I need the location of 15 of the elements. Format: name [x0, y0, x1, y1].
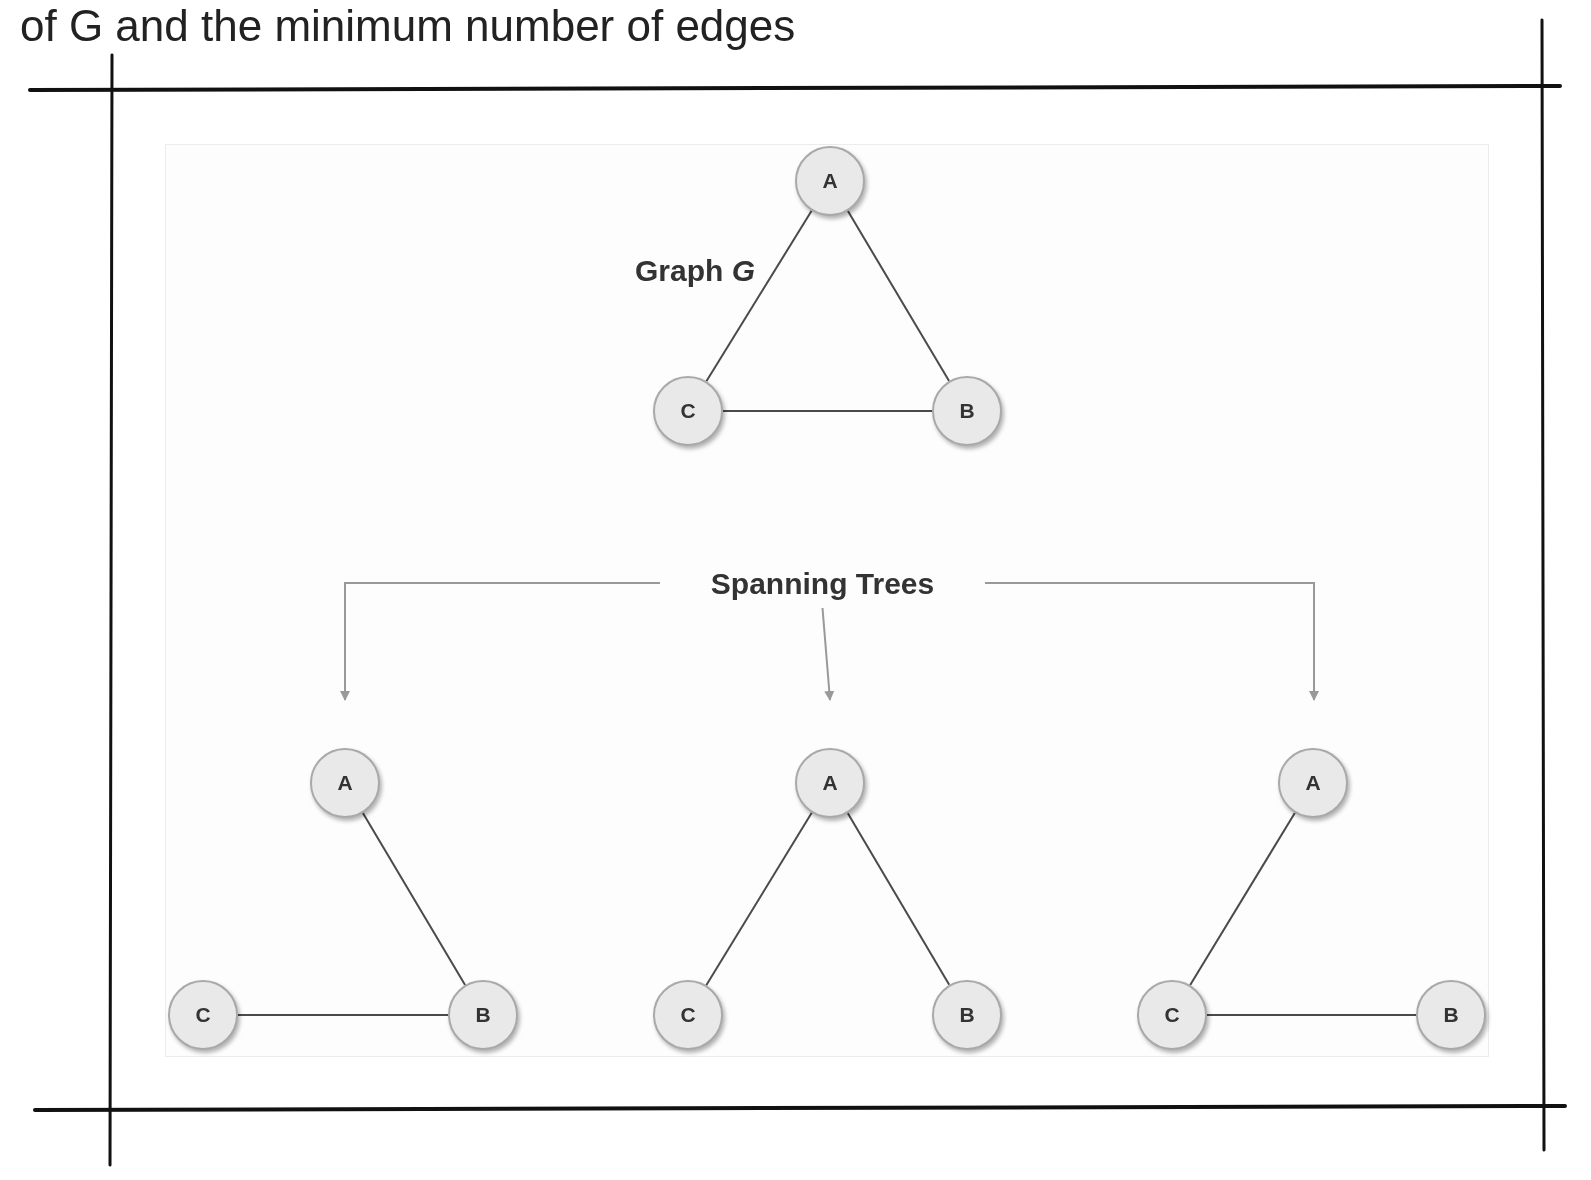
- graph-edge: [722, 410, 933, 412]
- arrow: [340, 582, 661, 701]
- graph-edge: [846, 210, 951, 382]
- graph-edge: [1189, 811, 1296, 987]
- graph-edge: [846, 812, 951, 986]
- graph-edge: [361, 812, 467, 986]
- arrow: [821, 607, 835, 701]
- graph-label: Graph G: [633, 253, 755, 289]
- heading-text: of G and the minimum number of edges: [20, 0, 796, 52]
- graph-edge: [237, 1014, 449, 1016]
- graph-edge: [705, 811, 813, 987]
- arrow: [984, 582, 1319, 701]
- section-heading: Spanning Trees: [660, 558, 985, 608]
- graph-edge: [1206, 1014, 1417, 1016]
- graph-edge: [705, 209, 813, 383]
